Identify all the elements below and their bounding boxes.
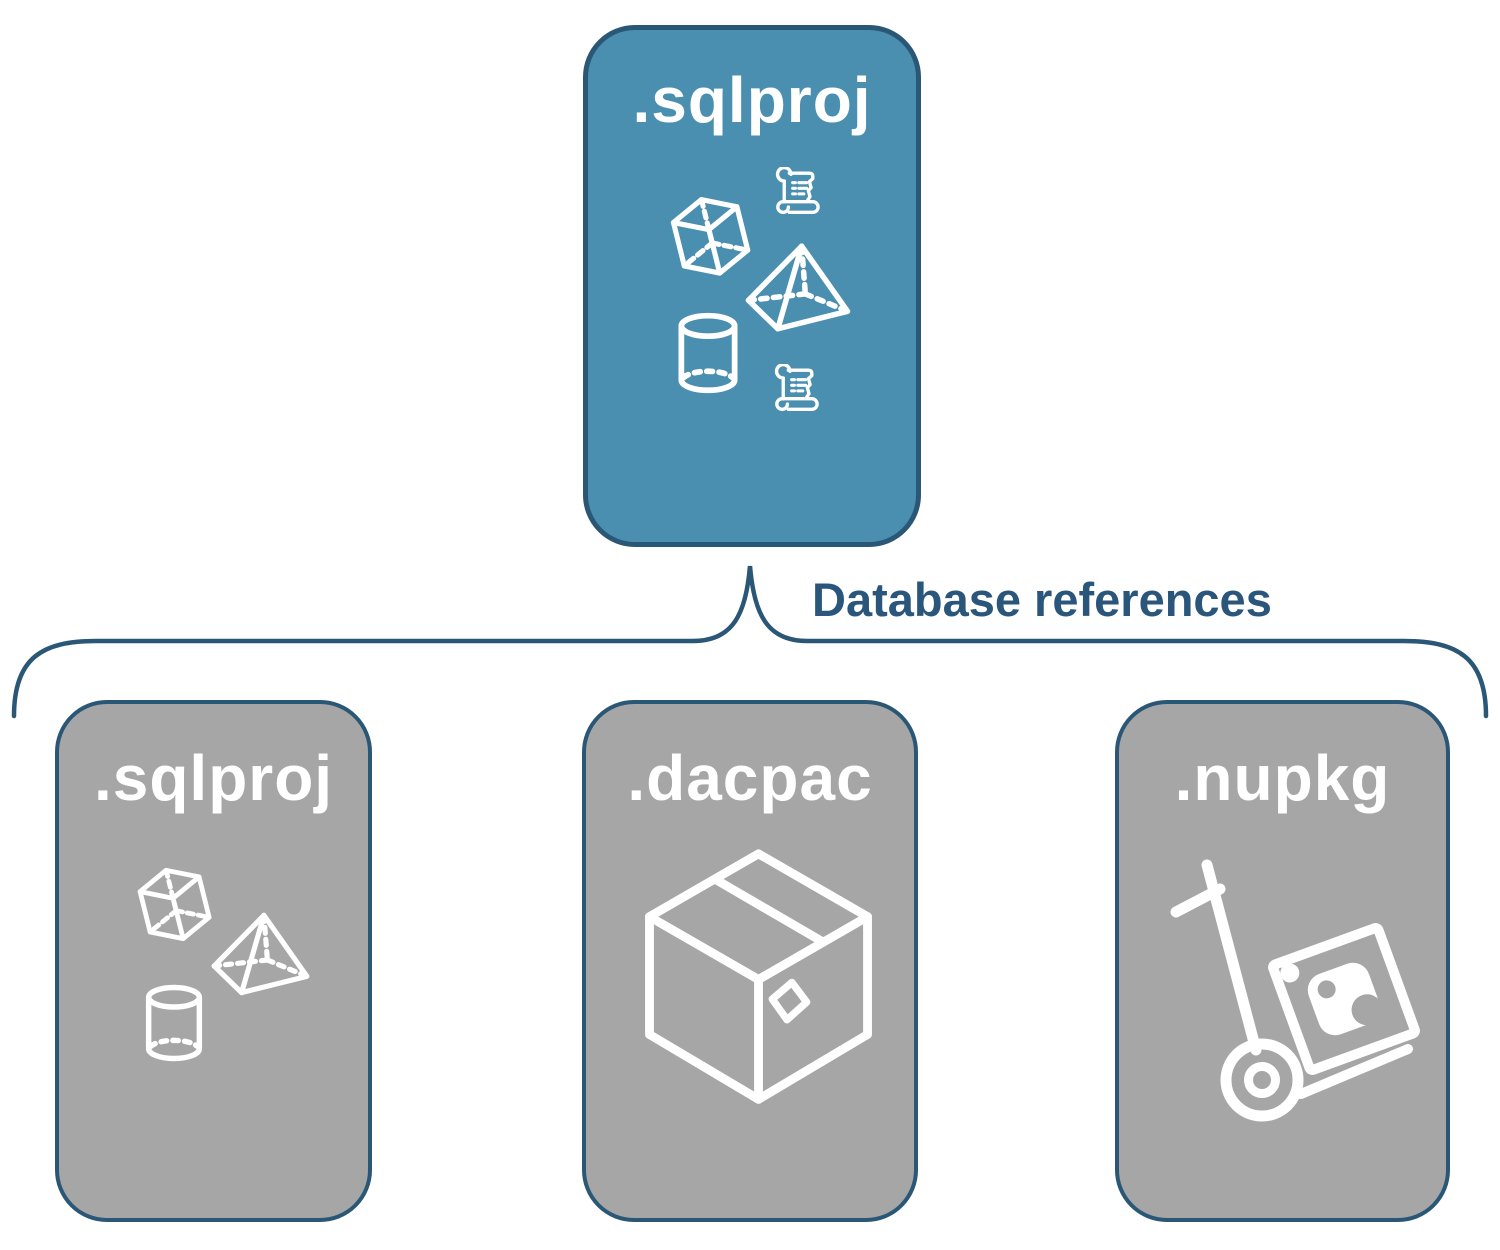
pyramid-icon xyxy=(209,909,312,999)
nuget-hand-truck-icon xyxy=(1164,854,1434,1139)
connector-label: Database references xyxy=(812,573,1272,626)
node-label: .dacpac xyxy=(627,742,873,814)
cube-icon xyxy=(135,864,215,948)
node-child-nupkg: .nupkg xyxy=(1115,700,1450,1222)
node-label: .sqlproj xyxy=(93,742,334,814)
node-child-dacpac: .dacpac xyxy=(582,700,918,1222)
scroll-icon xyxy=(768,167,824,223)
node-child-sqlproj: .sqlproj xyxy=(55,700,372,1222)
node-label: .nupkg xyxy=(1174,742,1391,814)
cube-icon xyxy=(668,193,754,283)
package-box-icon xyxy=(638,842,880,1117)
node-label: .sqlproj xyxy=(632,64,872,136)
database-cylinder-icon xyxy=(674,312,742,394)
scroll-icon xyxy=(767,364,823,420)
database-cylinder-icon xyxy=(142,984,206,1062)
pyramid-icon xyxy=(743,240,853,335)
node-root-sqlproj: .sqlproj xyxy=(583,25,921,547)
